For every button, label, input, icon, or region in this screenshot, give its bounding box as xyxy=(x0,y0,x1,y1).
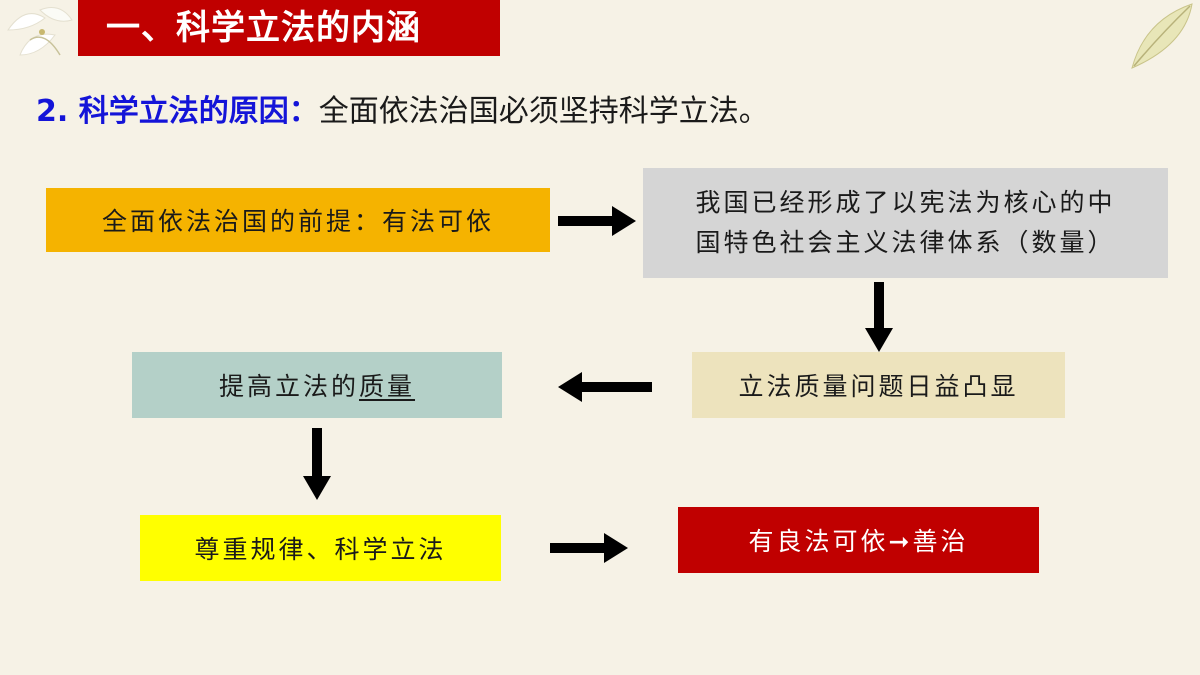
quality-issue-box: 立法质量问题日益凸显 xyxy=(692,352,1065,418)
subtitle-label: 2. 科学立法的原因： xyxy=(36,94,319,129)
flower-decoration-icon xyxy=(7,7,73,56)
legal-system-box: 我国已经形成了以宪法为核心的中 国特色社会主义法律体系（数量） xyxy=(643,168,1168,278)
good-law-box: 有良法可依➞善治 xyxy=(678,507,1039,573)
premise-box: 全面依法治国的前提：有法可依 xyxy=(46,188,550,252)
page-title: 一、科学立法的内涵 xyxy=(78,0,500,56)
legal-system-line-2: 国特色社会主义法律体系（数量） xyxy=(695,228,1116,257)
improve-quality-underlined: 质量 xyxy=(359,372,416,401)
subtitle-text: 全面依法治国必须坚持科学立法。 xyxy=(318,94,769,129)
leaf-decoration-icon xyxy=(1131,3,1193,69)
arrow-down-icon xyxy=(865,282,893,352)
improve-quality-prefix: 提高立法的 xyxy=(218,372,359,401)
legal-system-line-1: 我国已经形成了以宪法为核心的中 xyxy=(695,188,1116,217)
arrow-left-icon xyxy=(558,372,652,402)
subtitle: 2. 科学立法的原因：全面依法治国必须坚持科学立法。 xyxy=(36,90,769,134)
arrow-down-icon xyxy=(303,428,331,500)
arrow-right-icon xyxy=(558,206,636,236)
respect-law-box: 尊重规律、科学立法 xyxy=(140,515,501,581)
improve-quality-box: 提高立法的质量 xyxy=(132,352,502,418)
arrow-right-icon xyxy=(550,533,628,563)
